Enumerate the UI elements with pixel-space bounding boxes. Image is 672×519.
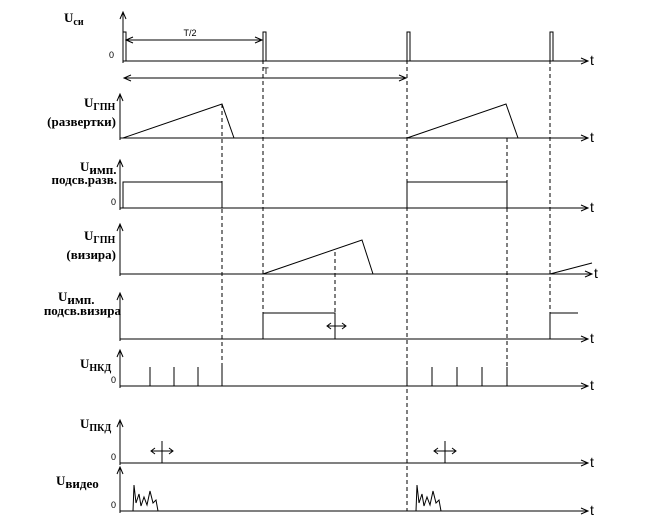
label-marker-illum: Uимп. (58, 289, 94, 307)
half-period-label: T/2 (183, 28, 196, 38)
label-video: Uвидео (56, 473, 99, 491)
trace-video (116, 465, 590, 515)
marker-illum-pulse-2 (549, 312, 578, 339)
trace-sweep (116, 92, 590, 142)
alignment-lines (221, 32, 551, 511)
time-label: t (590, 330, 594, 346)
label-sweep: UГПН (84, 95, 116, 113)
video-burst-1 (132, 484, 159, 512)
trace-marker-illumination (116, 291, 590, 343)
half-period-arrow-left (124, 36, 134, 44)
trace-pkd (116, 418, 590, 467)
sweep-illum-pulse-2 (406, 181, 508, 208)
trace-labels: Uси UГПН (развертки) Uимп. подсв.разв. U… (44, 10, 122, 491)
adjust-arrow-right (341, 322, 347, 330)
label-sweep-illum: Uимп. (80, 159, 116, 177)
arrowhead-x-marker (584, 270, 594, 278)
arrowhead-x-nkd (580, 382, 590, 390)
zero-label: 0 (109, 50, 114, 60)
video-burst-2 (415, 484, 442, 512)
pkd-adjust-arrow-2-left (433, 447, 439, 455)
arrowhead-x-marker-illum (580, 335, 590, 343)
label-nkd: UНКД (80, 356, 111, 374)
trace-sync (119, 10, 590, 82)
arrowhead-x-video (580, 507, 590, 515)
half-period-arrow-right (254, 36, 264, 44)
pkd-adjust-arrow-2-right (451, 447, 457, 455)
label-sweep-note: (развертки) (47, 114, 116, 129)
arrowhead-y-sweep-illum (116, 158, 124, 168)
zero-label: 0 (111, 375, 116, 385)
arrowhead-x-sweep-illum (580, 204, 590, 212)
time-axis-labels: t t t t t t t t (590, 52, 598, 518)
label-marker-note: (визира) (66, 247, 116, 262)
trace-nkd (116, 348, 590, 390)
marker-ramp-1 (262, 239, 374, 275)
zero-labels: 0 0 0 0 0 (109, 50, 116, 510)
zero-label: 0 (111, 500, 116, 510)
trace-sweep-illumination (116, 158, 590, 212)
time-label: t (590, 377, 594, 393)
time-label: t (590, 502, 594, 518)
pkd-adjust-arrow-1-right (168, 447, 174, 455)
marker-ramp-2 (549, 262, 593, 275)
arrowhead-x-sweep (580, 134, 590, 142)
arrowhead-y-marker-illum (116, 291, 124, 301)
sweep-ramp-2 (406, 103, 519, 139)
pkd-adjust-arrow-1-left (150, 447, 156, 455)
arrowhead-x-sync (580, 57, 590, 65)
arrowhead-y-sweep (116, 92, 124, 102)
adjust-arrow-left (326, 322, 332, 330)
label-sync: Uси (64, 10, 84, 28)
arrowhead-y-sync (119, 10, 127, 20)
sweep-illum-pulse-1 (122, 181, 223, 208)
time-label: t (594, 265, 598, 281)
label-marker-illum-note: подсв.визира (44, 303, 122, 318)
marker-illum-pulse-1 (262, 312, 336, 339)
zero-label: 0 (111, 452, 116, 462)
arrowhead-y-pkd (116, 418, 124, 428)
period-arrow-left (122, 74, 132, 82)
arrowhead-y-video (116, 465, 124, 475)
sync-pulse-1 (122, 31, 127, 61)
label-pkd: UПКД (80, 416, 111, 434)
period-arrow-right (398, 74, 408, 82)
zero-label: 0 (111, 197, 116, 207)
time-label: t (590, 129, 594, 145)
sweep-ramp-1 (122, 103, 235, 139)
arrowhead-x-pkd (580, 459, 590, 467)
time-label: t (590, 199, 594, 215)
trace-marker (116, 222, 594, 278)
label-marker: UГПН (84, 228, 116, 246)
arrowhead-y-nkd (116, 348, 124, 358)
label-sweep-illum-note: подсв.разв. (52, 172, 117, 187)
arrowhead-y-marker (116, 222, 124, 232)
time-label: t (590, 454, 594, 470)
period-label: T (263, 66, 269, 76)
time-label: t (590, 52, 594, 68)
